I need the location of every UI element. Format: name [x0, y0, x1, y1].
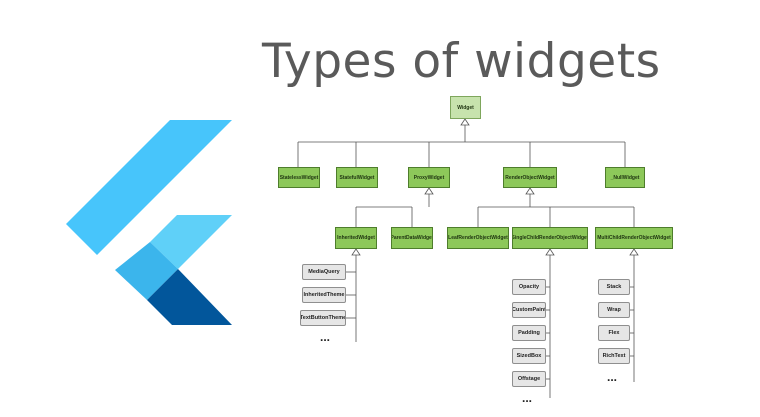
inheritance-arrow [424, 187, 434, 195]
inheritance-arrow [460, 118, 470, 126]
node-render-object-widget: RenderObjectWidget [503, 167, 557, 188]
more-inherited-ellipsis: ... [320, 330, 331, 344]
flutter-logo-bottom-block [147, 269, 232, 325]
more-multi-child-ellipsis: ... [607, 370, 618, 384]
inheritance-arrow [351, 248, 361, 256]
node-proxy-widget: ProxyWidget [408, 167, 450, 188]
inheritance-arrow [525, 187, 535, 195]
flutter-logo-top-bar [66, 120, 232, 255]
node-inherited-widget: InheritedWidget [335, 227, 377, 249]
example-opacity: Opacity [512, 279, 546, 295]
more-single-child-ellipsis: ... [522, 391, 533, 405]
flutter-logo-left-block [115, 242, 178, 300]
node-multi-child-render-object-widget: MultiChildRenderObjectWidget [595, 227, 673, 249]
flutter-logo-mid-bar [150, 215, 232, 269]
example-offstage: Offstage [512, 371, 546, 387]
node-single-child-render-object-widget: SingleChildRenderObjectWidget [512, 227, 588, 249]
inheritance-arrow [545, 248, 555, 256]
node-stateless-widget: StatelessWidget [278, 167, 320, 188]
inheritance-arrow [629, 248, 639, 256]
flutter-logo [66, 120, 232, 325]
example-media-query: MediaQuery [302, 264, 346, 280]
example-padding: Padding [512, 325, 546, 341]
example-inherited-theme: InheritedTheme [302, 287, 346, 303]
example-stack: Stack [598, 279, 630, 295]
example-flex: Flex [598, 325, 630, 341]
node-null-widget: _NullWidget [605, 167, 645, 188]
example-sized-box: SizedBox [512, 348, 546, 364]
example-wrap: Wrap [598, 302, 630, 318]
node-leaf-render-object-widget: LeafRenderObjectWidget [447, 227, 509, 249]
node-widget: Widget [450, 96, 481, 119]
example-rich-text: RichText [598, 348, 630, 364]
node-stateful-widget: StatefulWidget [336, 167, 378, 188]
example-text-button-theme: TextButtonTheme [300, 310, 346, 326]
page-title: Types of widgets [262, 34, 661, 89]
example-custom-paint: CustomPaint [512, 302, 546, 318]
node-parent-data-widget: ParentDataWidget [391, 227, 433, 249]
